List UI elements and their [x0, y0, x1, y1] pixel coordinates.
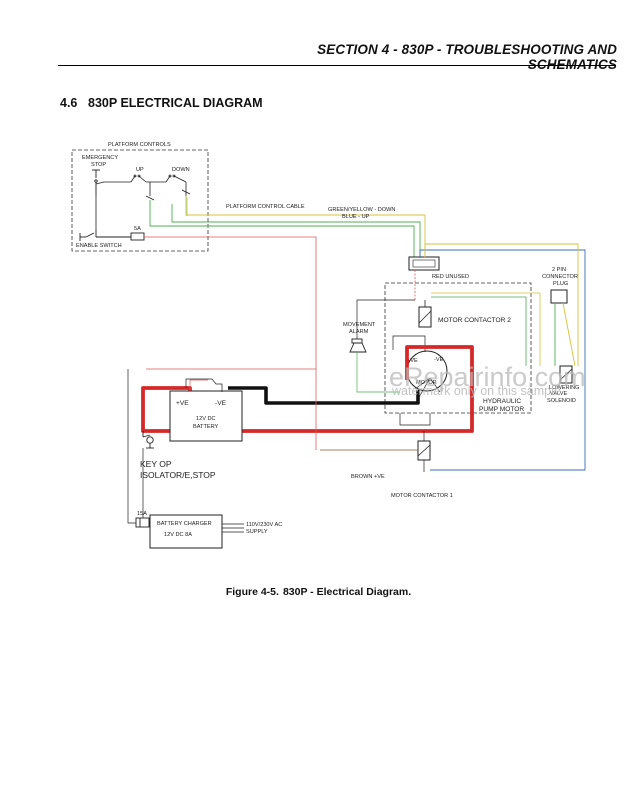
alarm-wire — [356, 299, 415, 339]
contactor-green-wire — [431, 296, 527, 366]
supply-line2: SUPPLY — [246, 529, 268, 535]
green-yellow-wire — [185, 196, 426, 258]
alarm-wire-green — [356, 352, 400, 393]
enable-switch-label: ENABLE SWITCH — [76, 243, 122, 249]
two-pin-connector — [550, 289, 568, 304]
key-isolator — [142, 431, 154, 449]
header-rule — [58, 65, 616, 66]
motor-plus-label: +VE — [407, 358, 418, 364]
green-yellow-down-label: GREEN/YELLOW - DOWN — [328, 207, 395, 213]
contactor-yellow-wire — [431, 292, 541, 366]
battery-neg-label: -VE — [215, 400, 227, 407]
lowering-label: LOWERING — [549, 385, 579, 391]
two-pin-label: 2 PIN — [552, 267, 566, 273]
blue-up-wire — [149, 200, 415, 258]
yellow-wire — [424, 243, 579, 366]
isolator-label: ISOLATOR/E,STOP — [140, 470, 216, 480]
platform-controls-box — [71, 149, 209, 252]
charger-line2: 12V DC 8A — [164, 532, 192, 538]
section-header: SECTION 4 - 830P - TROUBLESHOOTING AND S… — [317, 42, 617, 72]
connector-inner — [412, 259, 436, 268]
main-negative-cable — [228, 386, 420, 405]
connector-block — [408, 256, 440, 271]
pump-motor-label: PUMP MOTOR — [479, 406, 524, 413]
movement-alarm — [349, 338, 367, 353]
battery-thin-red — [189, 379, 208, 392]
emergency-stop-switch — [92, 169, 105, 196]
movement-label: MOVEMENT — [343, 322, 376, 328]
battery — [169, 390, 243, 442]
plug-wire-yellow — [562, 302, 576, 367]
figure-caption: Figure 4-5.830P - Electrical Diagram. — [0, 586, 637, 598]
fuse-5a-label: 5A — [134, 226, 141, 232]
supply-line1: 110V/230V AC — [246, 522, 282, 528]
figure-number: Figure 4-5. — [225, 586, 279, 598]
thin-red-wire — [144, 236, 317, 370]
platform-control-cable-label: PLATFORM CONTROL CABLE — [226, 204, 305, 210]
platform-controls-label: PLATFORM CONTROLS — [108, 142, 171, 148]
contactor1-to-motor — [399, 413, 431, 426]
section-number: 4.6 — [60, 96, 78, 110]
battery-line2: BATTERY — [193, 424, 219, 430]
hydraulic-enclosure — [384, 282, 532, 414]
brown-ve-label: BROWN +VE — [351, 474, 385, 480]
up-label: UP — [136, 167, 144, 173]
charger-loop-wire — [127, 369, 150, 524]
enable-switch — [79, 230, 131, 241]
control-wiring — [95, 174, 191, 230]
plug-label: PLUG — [553, 281, 568, 287]
motor-label: MOTOR — [416, 380, 437, 386]
blue-up-label: BLUE - UP — [342, 214, 370, 220]
motor-windings — [392, 335, 441, 400]
fuse-15a — [135, 517, 150, 528]
figure-caption-text: 830P - Electrical Diagram. — [282, 586, 412, 598]
valve-label: VALVE — [550, 391, 567, 397]
battery-line1: 12V DC — [196, 416, 216, 422]
fuse-5a — [130, 232, 145, 241]
hydraulic-label: HYDRAULIC — [483, 398, 521, 405]
battery-thin-wire — [185, 378, 223, 392]
ac-supply-leads — [222, 523, 244, 533]
watermark-main: eRepairinfo.com — [389, 362, 586, 392]
motor-minus-label: -VE — [434, 357, 444, 363]
blue-wire — [419, 249, 586, 471]
watermark-sub: watermark only on this sample — [391, 384, 561, 398]
motor-contactor-2-label: MOTOR CONTACTOR 2 — [438, 317, 511, 324]
down-label: DOWN — [172, 167, 190, 173]
alarm-label: ALARM — [349, 329, 369, 335]
section-title-text: 830P ELECTRICAL DIAGRAM — [88, 96, 263, 110]
connector-label: CONNECTOR — [542, 274, 578, 280]
battery-charger — [149, 514, 223, 549]
stop-label: STOP — [91, 162, 106, 168]
charger-line1: BATTERY CHARGER — [157, 521, 212, 527]
motor-contactor-1-label: MOTOR CONTACTOR 1 — [391, 493, 453, 499]
red-unused-label: RED UNUSED — [432, 274, 469, 280]
fuse-15a-label: 15A — [137, 511, 147, 517]
emergency-label: EMERGENCY — [82, 155, 118, 161]
key-op-label: KEY OP — [140, 459, 172, 469]
battery-pos-label: +VE — [176, 400, 189, 407]
blue-up-wire-b — [171, 204, 421, 258]
solenoid-label: SOLENOID — [547, 398, 576, 404]
section-title: 4.6 830P ELECTRICAL DIAGRAM — [60, 96, 263, 110]
